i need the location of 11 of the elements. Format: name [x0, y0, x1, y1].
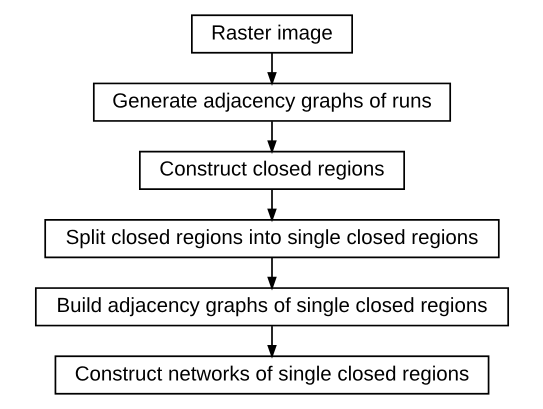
node-box: Construct closed regions [138, 150, 405, 190]
arrow [266, 190, 276, 222]
node-box: Build adjacency graphs of single closed regions [34, 287, 509, 326]
node-box: Generate adjacency graphs of runs [92, 82, 451, 122]
node-box: Construct networks of single closed regions [54, 355, 489, 395]
arrow [266, 258, 276, 290]
arrow [266, 122, 276, 154]
node-box: Raster image [190, 14, 352, 54]
node-box: Split closed regions into single closed regions [44, 219, 500, 258]
arrow [266, 53, 276, 86]
arrow [266, 326, 276, 359]
